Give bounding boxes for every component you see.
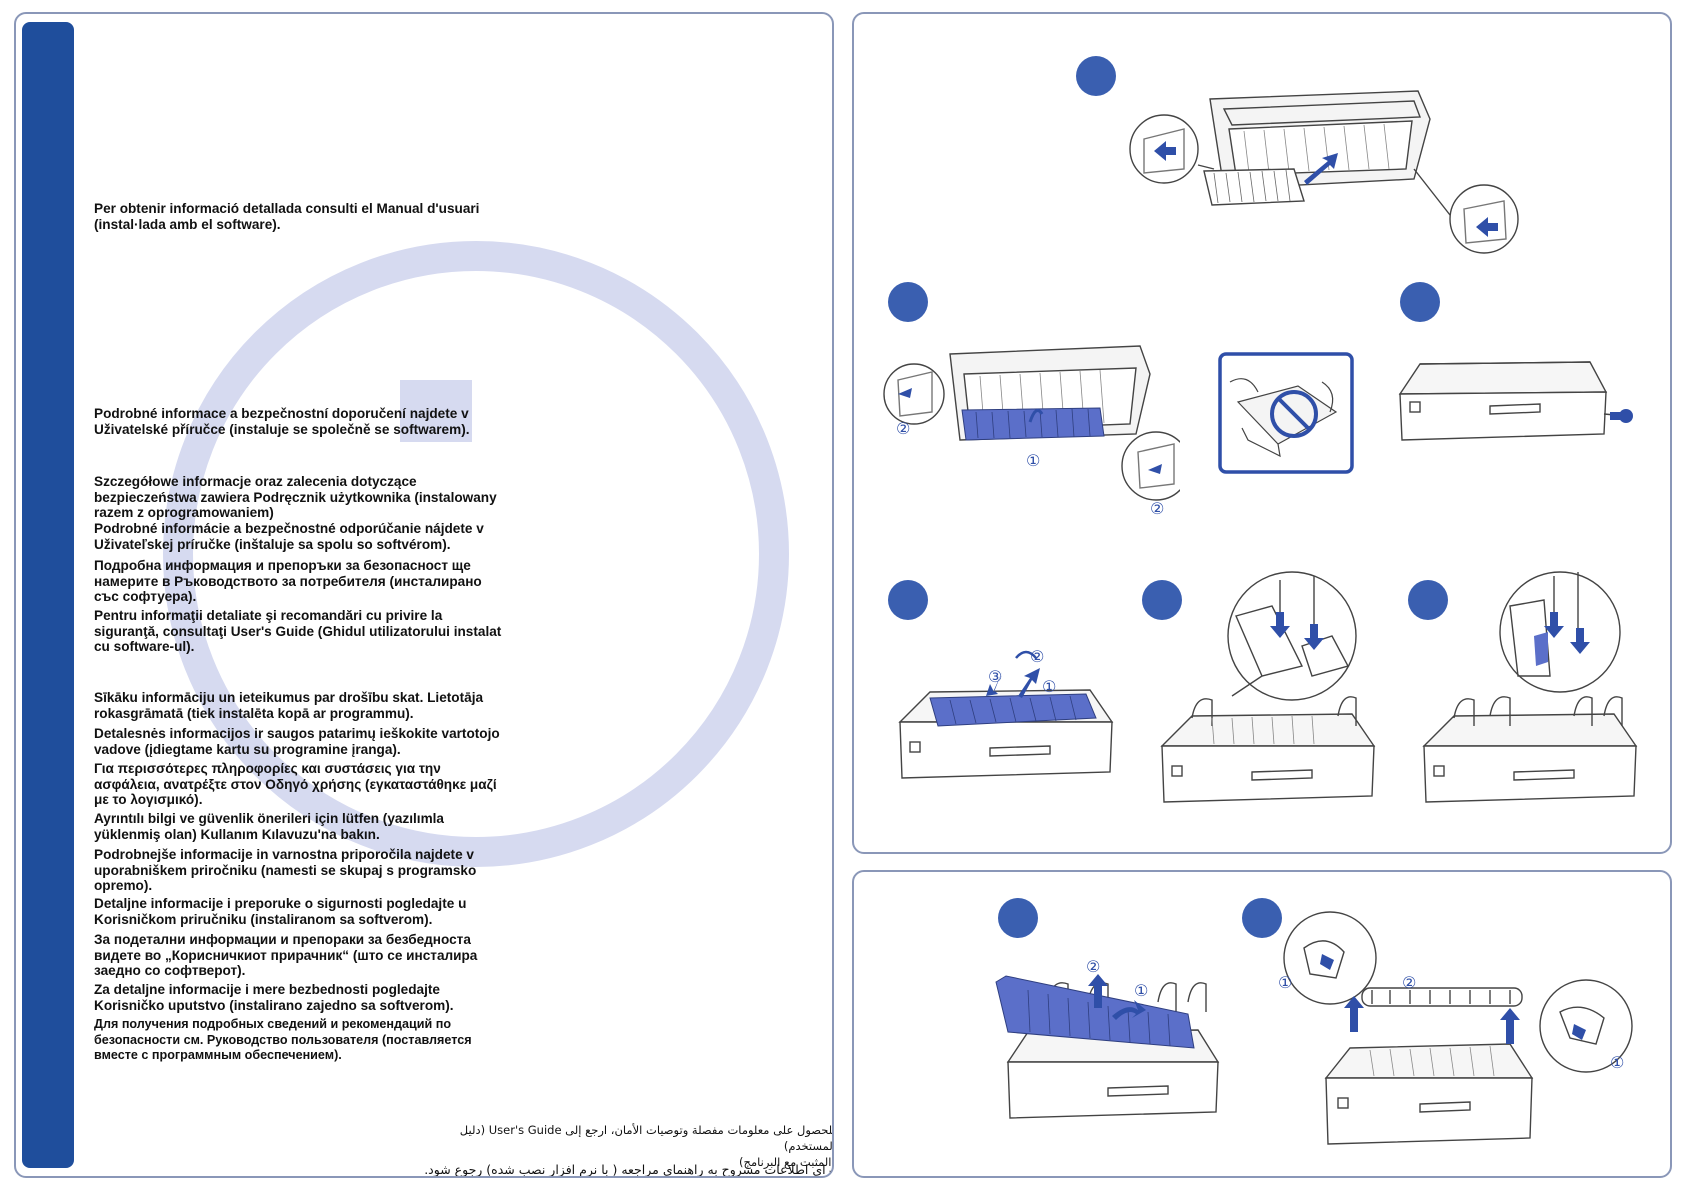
info-text-persian: برای اطلاعات مشروح به راهنمای مراجعه ( ب… xyxy=(424,1162,834,1177)
info-panel: Per obtenir informació detallada consult… xyxy=(14,12,834,1178)
info-text-slovak: Podrobné informácie a bezpečnostné odpor… xyxy=(94,521,484,552)
callout-one: ① xyxy=(1042,677,1056,696)
step-2-marker xyxy=(888,282,928,322)
step-5-marker xyxy=(1142,580,1182,620)
side-color-bar xyxy=(22,22,74,1168)
info-text-russian: Для получения подробных сведений и реком… xyxy=(94,1017,472,1063)
removal-steps-panel: ② ① xyxy=(852,870,1672,1178)
setup-steps-panel: ② ① ② xyxy=(852,12,1672,854)
step-1-marker xyxy=(1076,56,1116,96)
callout-two: ② xyxy=(1086,957,1100,976)
callout-two: ② xyxy=(1402,973,1416,992)
callout-one: ① xyxy=(1134,981,1148,1000)
callout-one-left: ① xyxy=(1278,973,1292,992)
step-7-marker xyxy=(998,898,1038,938)
info-i-stem xyxy=(400,380,472,442)
info-text-catalan: Per obtenir informació detallada consult… xyxy=(94,201,480,232)
info-text-serbian: Za detaljne informacije i mere bezbednos… xyxy=(94,982,454,1013)
info-text-greek: Για περισσότερες πληροφορίες και συστάσε… xyxy=(94,761,497,808)
info-text-slovenian: Podrobnejše informacije in varnostna pri… xyxy=(94,847,477,894)
callout-one: ① xyxy=(1026,451,1040,470)
info-text-arabic: للحصول على معلومات مفصلة وتوصيات الأمان،… xyxy=(459,1123,834,1169)
information-i-icon xyxy=(163,241,789,867)
tractor-remove-illustration: ② ① xyxy=(988,952,1238,1152)
step-8-marker xyxy=(1242,898,1282,938)
info-text-polish: Szczegółowe informacje oraz zalecenia do… xyxy=(94,474,497,521)
printer-tractor-insert-illustration xyxy=(1114,69,1534,269)
info-text-czech: Podrobné informace a bezpečnostní doporu… xyxy=(94,406,470,437)
tractor-lock-illustration: ② ① ② xyxy=(880,334,1180,524)
info-text-latvian: Sīkāku informāciju un ieteikumus par dro… xyxy=(94,690,484,721)
info-text-macedonian: За подетални информации и препораки за б… xyxy=(94,932,478,979)
warning-do-not-lift-illustration xyxy=(1218,352,1354,474)
step-3-marker xyxy=(1400,282,1440,322)
callout-two-left: ② xyxy=(896,419,910,438)
platen-knob-install-illustration xyxy=(1390,344,1640,464)
edge-guide-install-illustration xyxy=(1152,566,1382,826)
paper-support-install-illustration: ① ② ③ xyxy=(890,622,1120,812)
info-ring xyxy=(163,241,789,867)
callout-one-right: ① xyxy=(1610,1053,1624,1072)
info-text-turkish: Ayrıntılı bilgi ve güvenlik önerileri iç… xyxy=(94,811,444,842)
callout-two-right: ② xyxy=(1150,499,1164,518)
knob-icon xyxy=(1610,409,1633,423)
step-6-marker xyxy=(1408,580,1448,620)
step-4-marker xyxy=(888,580,928,620)
callout-three: ③ xyxy=(988,667,1002,686)
info-text-lithuanian: Detalesnės informacijos ir saugos patari… xyxy=(94,726,500,757)
callout-two: ② xyxy=(1030,647,1044,666)
info-text-croatian: Detaljne informacije i preporuke o sigur… xyxy=(94,896,467,927)
info-text-romanian: Pentru informaţii detaliate şi recomandă… xyxy=(94,608,502,655)
prohibited-icon xyxy=(1270,390,1318,438)
info-text-bulgarian: Подробна информация и препоръки за безоп… xyxy=(94,558,482,605)
platen-remove-illustration: ① ② ① xyxy=(1270,908,1640,1174)
paper-guides-installed-illustration xyxy=(1414,566,1644,826)
